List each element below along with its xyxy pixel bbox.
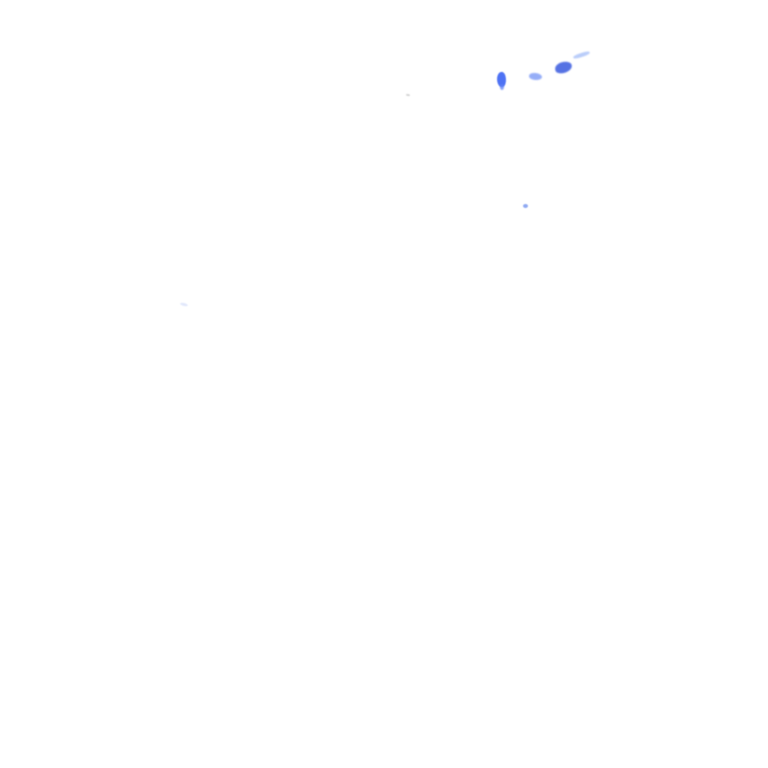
ink-blob-right bbox=[554, 60, 573, 75]
speck-blue-center bbox=[523, 204, 528, 208]
speck-gray-upper-left bbox=[405, 93, 411, 97]
ink-blob-left-tail bbox=[500, 84, 504, 90]
ink-stroke-top-right bbox=[572, 50, 591, 60]
ink-blob-left bbox=[496, 71, 507, 88]
speck-faint-left bbox=[179, 302, 189, 307]
ink-squiggle-middle bbox=[528, 72, 543, 81]
